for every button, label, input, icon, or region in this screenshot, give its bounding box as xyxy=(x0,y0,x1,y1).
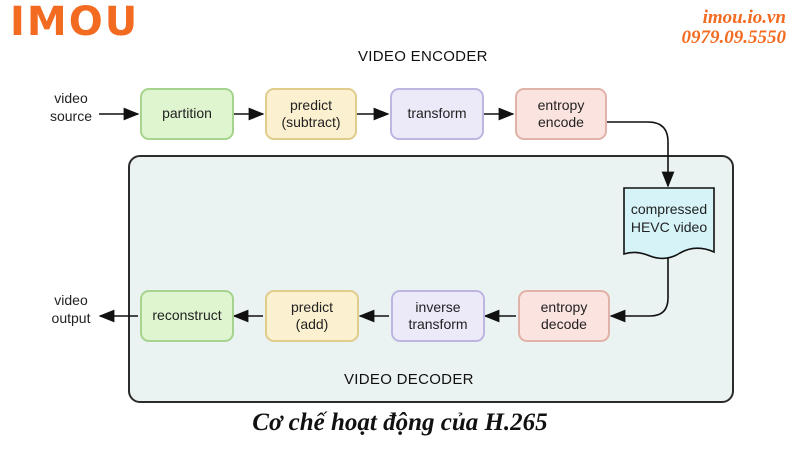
node-entropy-encode: entropy encode xyxy=(515,88,607,140)
node-predict-add: predict (add) xyxy=(265,290,359,342)
arrow-bitstream-to-decode xyxy=(609,258,669,323)
brand-phone: 0979.09.5550 xyxy=(681,27,787,48)
node-transform: transform xyxy=(390,88,484,140)
decoder-title: VIDEO DECODER xyxy=(344,371,474,388)
diagram-caption: Cơ chế hoạt động của H.265 xyxy=(252,409,548,436)
node-inverse-transform: inverse transform xyxy=(391,290,485,342)
node-predict-subtract: predict (subtract) xyxy=(265,88,357,140)
brand-website: imou.io.vn xyxy=(702,7,786,28)
bitstream-label: compressed HEVC video xyxy=(630,201,708,235)
arrow-encode-to-bitstream xyxy=(607,121,675,188)
video-output-label: video output xyxy=(51,292,91,326)
video-source-label: video source xyxy=(49,90,93,124)
node-entropy-decode: entropy decode xyxy=(518,290,610,342)
bitstream-document-shape xyxy=(623,187,715,260)
node-partition: partition xyxy=(140,88,234,140)
encoder-title: VIDEO ENCODER xyxy=(358,48,488,65)
node-reconstruct: reconstruct xyxy=(140,290,234,342)
brand-logo: IMOU xyxy=(10,0,140,45)
